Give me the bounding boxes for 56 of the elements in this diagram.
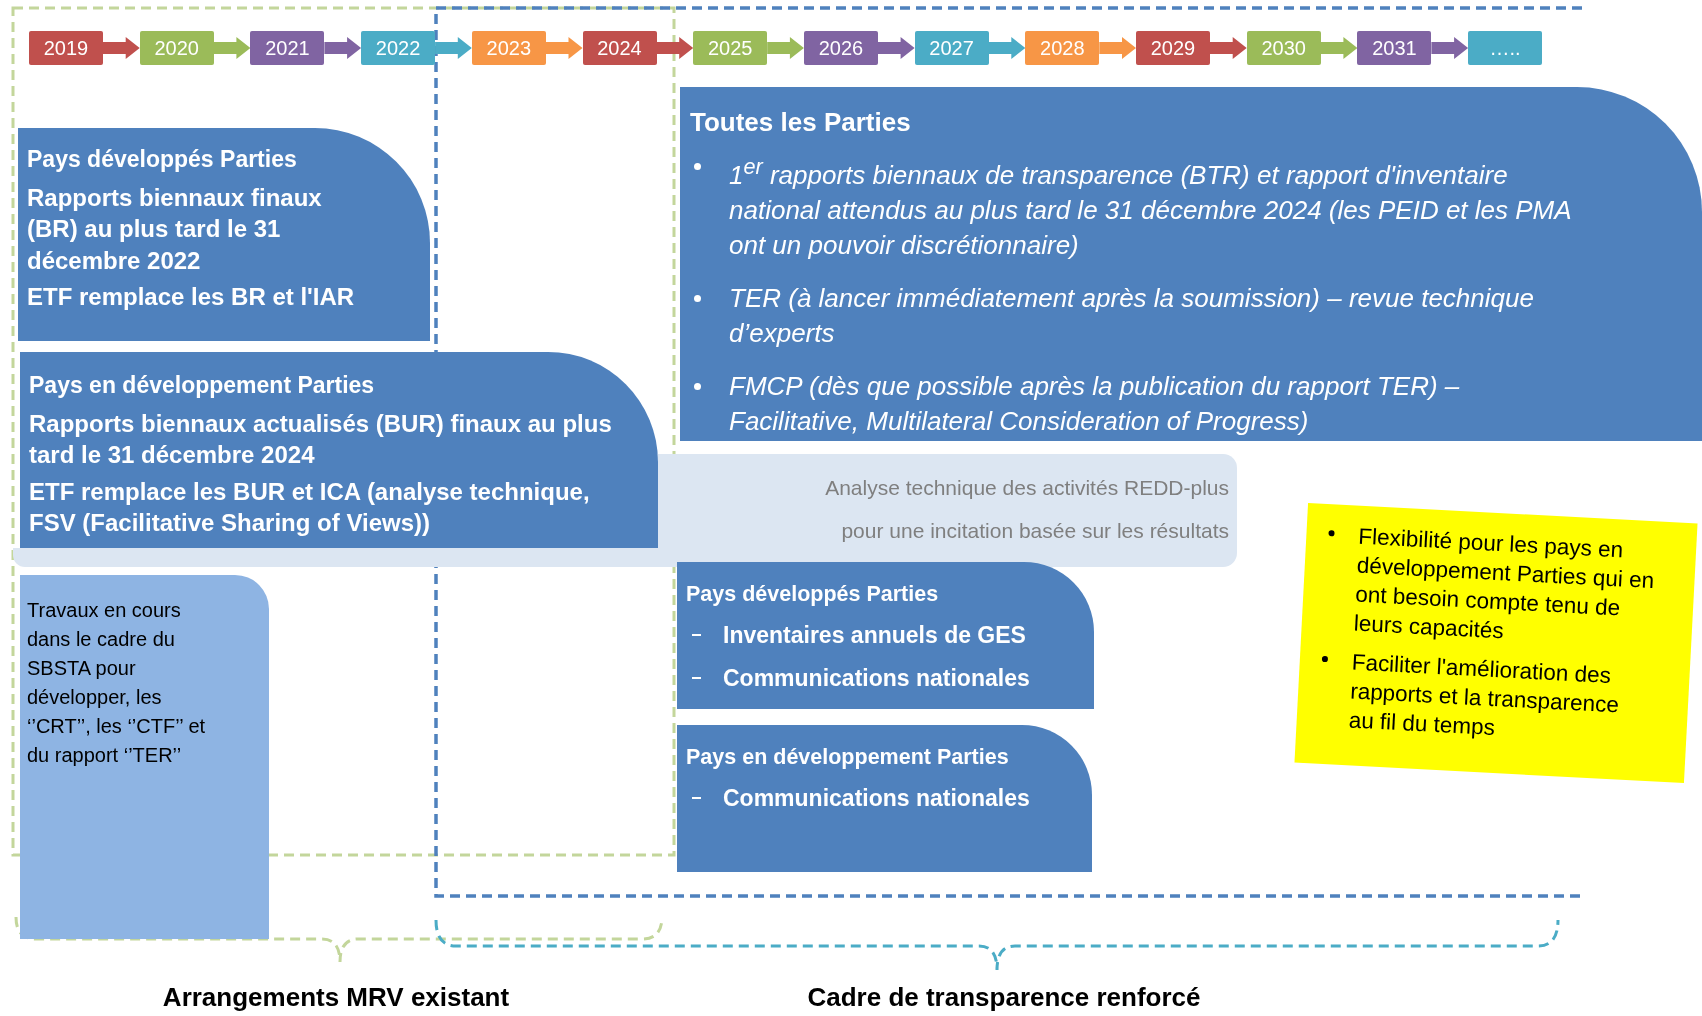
year-label: 2026 [803, 31, 878, 65]
year-label: 2031 [1357, 31, 1432, 65]
rounded-box [677, 562, 1094, 709]
body-text: ETF remplace les BUR et ICA (analyse technique, FSV (Facilitative Sharing of Views)) [29, 476, 591, 538]
rounded-box [20, 352, 658, 548]
bullet-text: Flexibilité pour les pays en développement Parties qui en ont besoin compte tenu de leurs capacités [1353, 522, 1656, 646]
bullet-text: Faciliter l'amélioration des rapports et la transparence au fil du temps [1348, 648, 1621, 743]
body-text: Travaux en cours dans le cadre du SBSTA pour développer, les ‘’CRT’’, les ‘’CTF’’ et du rapport ‘’TER’’ [27, 598, 207, 768]
year-label: 2019 [29, 31, 103, 65]
heading-text: Toutes les Parties [690, 106, 912, 139]
item-text: Communications nationales [723, 784, 1030, 812]
arrow [877, 37, 915, 59]
year-label: 2030 [1246, 31, 1321, 65]
year-label: 2021 [250, 31, 325, 65]
arrow [1099, 37, 1136, 59]
heading-text: Pays développés Parties [27, 145, 298, 174]
arrow [1210, 37, 1247, 59]
rounded-box [20, 575, 269, 939]
bullet-text: TER (à lancer immédiatement après la soumission) – revue technique d’experts [729, 281, 1535, 350]
arrow [1320, 37, 1358, 59]
year-label: 2025 [693, 31, 768, 65]
rounded-box [18, 128, 430, 341]
body-text: Rapports biennaux finaux (BR) au plus tard le 31 décembre 2022 [27, 182, 323, 276]
arrow [324, 37, 362, 59]
item-text: Communications nationales [723, 664, 1030, 692]
note-text: Analyse technique des activités REDD-plus [825, 476, 1229, 500]
year-label: 2022 [361, 31, 436, 65]
bracket-label: Cadre de transparence renforcé [807, 982, 1201, 1013]
item-text: Inventaires annuels de GES [723, 621, 1026, 649]
arrow [103, 37, 140, 59]
heading-text: Pays développés Parties [686, 581, 940, 608]
year-label: 2023 [471, 31, 546, 65]
year-label: 2024 [582, 31, 657, 65]
year-label: 2020 [139, 31, 214, 65]
body-text: ETF remplace les BR et l'IAR [27, 282, 356, 312]
arrow [656, 37, 694, 59]
note-text: pour une incitation basée sur les résultats [841, 519, 1229, 543]
year-label: ….. [1468, 31, 1543, 65]
rounded-box [677, 725, 1092, 872]
year-label: 2029 [1136, 31, 1210, 65]
arrow [545, 37, 583, 59]
arrow [988, 37, 1026, 59]
arrow [435, 37, 472, 59]
band-box [658, 454, 1237, 567]
heading-text: Pays en développement Parties [29, 371, 376, 400]
body-text: Rapports biennaux actualisés (BUR) finaux au plus tard le 31 décembre 2024 [29, 408, 613, 470]
year-label: 2027 [914, 31, 989, 65]
bullet-text: 1$^{er}$ rapports biennaux de transparence (BTR) et rapport d'inventaire national attendus au plus tard le 31 décembre 2024 (les PEID et les PMA ont un pouvoir discrétionnaire) [729, 153, 1572, 262]
bracket-label: Arrangements MRV existant [162, 982, 510, 1013]
year-label: 2028 [1025, 31, 1100, 65]
arrow [767, 37, 804, 59]
bullet-text: FMCP (dès que possible après la publication du rapport TER) – Facilitative, Multilateral Consideration of Progress) [729, 369, 1461, 438]
arrow [213, 37, 251, 59]
heading-text: Pays en développement Parties [686, 744, 1010, 771]
arrow [1431, 37, 1469, 59]
rounded-box [680, 87, 1702, 441]
